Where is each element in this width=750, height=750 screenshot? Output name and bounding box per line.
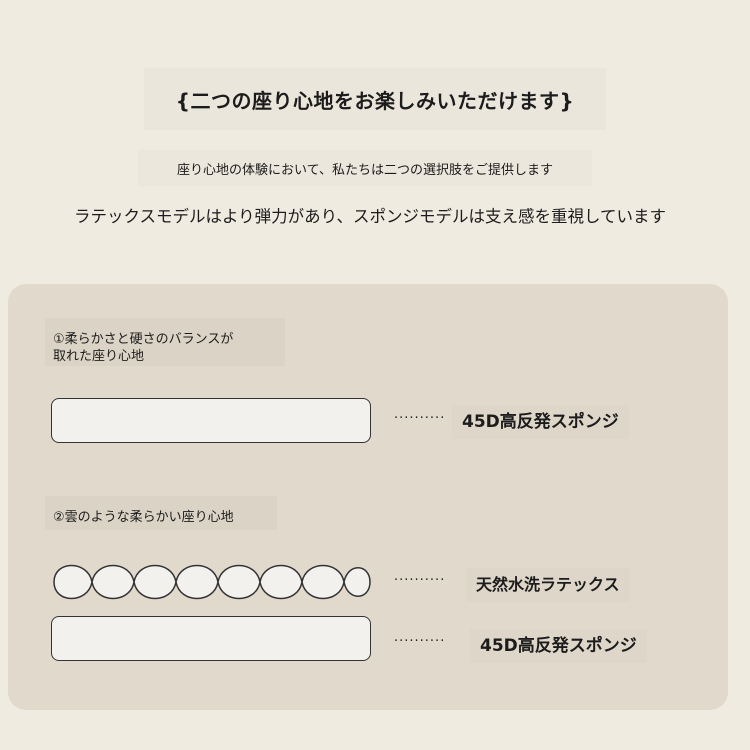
latex-layer-illustration bbox=[53, 564, 371, 600]
section1-label-line1: ①柔らかさと硬さのバランスが bbox=[53, 332, 234, 347]
page-subtitle-text: 座り心地の体験において、私たちは二つの選択肢をご提供します bbox=[177, 162, 553, 178]
page-title: {二つの座り心地をお楽しみいただけます} bbox=[144, 68, 606, 130]
section2-label-text: ②雲のような柔らかい座り心地 bbox=[53, 510, 234, 525]
intro-text: ラテックスモデルはより弾力があり、スポンジモデルは支え感を重視しています bbox=[74, 207, 667, 226]
latex-wave-outline bbox=[53, 564, 371, 600]
latex-layer-label: 天然水洗ラテックス bbox=[466, 568, 630, 602]
section1-label: ①柔らかさと硬さのバランスが 取れた座り心地 bbox=[45, 318, 285, 366]
sponge-layer-label: 45D高反発スポンジ bbox=[452, 405, 629, 439]
section1-label-line2: 取れた座り心地 bbox=[53, 349, 145, 364]
page-title-text: {二つの座り心地をお楽しみいただけます} bbox=[175, 88, 575, 113]
sponge-layer-illustration bbox=[51, 398, 371, 443]
sponge-layer-label: 45D高反発スポンジ bbox=[470, 629, 647, 663]
section2-label: ②雲のような柔らかい座り心地 bbox=[45, 496, 277, 530]
sponge-layer-illustration bbox=[51, 616, 371, 661]
leader-dots: ·········· bbox=[394, 634, 446, 649]
leader-dots: ·········· bbox=[394, 411, 446, 426]
leader-dots: ·········· bbox=[394, 573, 446, 588]
page-subtitle: 座り心地の体験において、私たちは二つの選択肢をご提供します bbox=[138, 150, 592, 186]
